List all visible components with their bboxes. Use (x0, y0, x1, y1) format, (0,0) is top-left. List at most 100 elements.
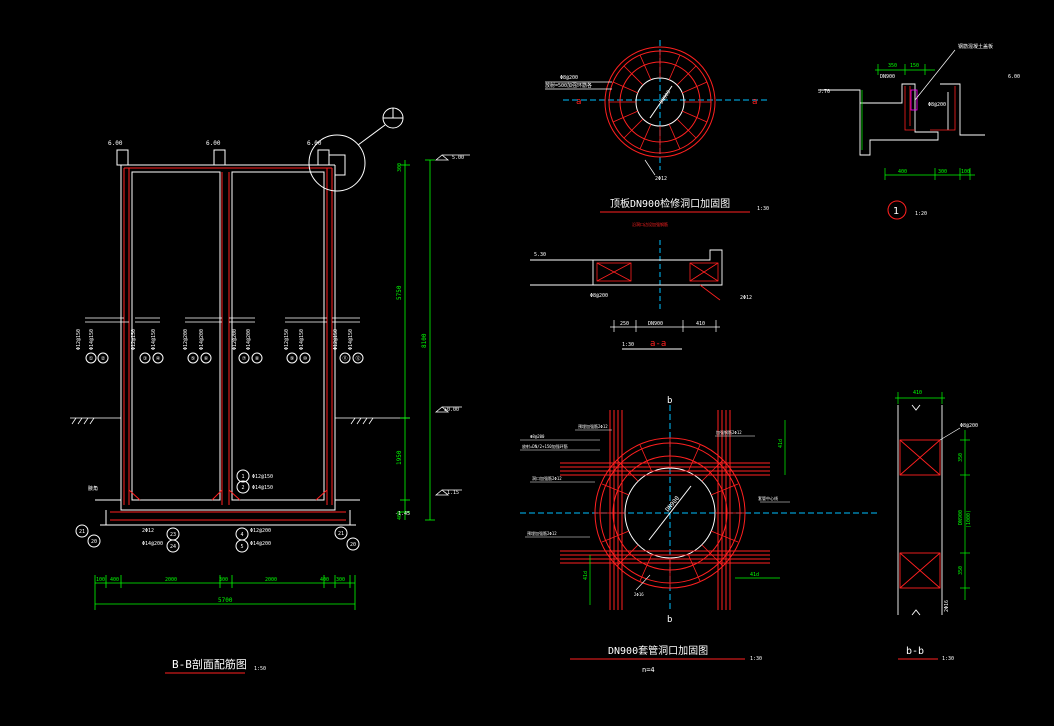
bb-bottom-bubble-6: 2 (241, 485, 244, 491)
b-text2: 2Φ16 (944, 600, 950, 612)
side-text4: 加强钢筋2Φ12 (716, 429, 742, 435)
bb-dim-b5: 400 (320, 577, 329, 583)
bb-bubble-2: ② (101, 356, 106, 362)
bb-horizontal-dims (94, 575, 356, 610)
aa-dim2: DN900 (648, 321, 663, 327)
bb-rebar-text-1: Φ12@150 (76, 329, 82, 350)
b-title: b-b (906, 646, 924, 657)
bb-concrete-outline (95, 164, 360, 526)
section-bb-small: 410 350 DN900 (1000) 350 Φ8@200 2Φ16 b-b… (895, 390, 978, 662)
b-text1: Φ8@200 (960, 423, 978, 429)
bb-vertical-dims (400, 159, 435, 521)
bb-bottom-elevation: -1.15 (444, 490, 459, 496)
bb-rebar-text-9: Φ12@150 (284, 329, 290, 350)
bb-bubble-10: ⑩ (303, 356, 308, 362)
b-wall (897, 404, 943, 616)
bb-dim-b6: 300 (336, 577, 345, 583)
bb-text-2phi12: 2Φ12 (142, 528, 154, 534)
bb-rebar-text-5: Φ12@200 (183, 329, 189, 350)
bb-rebar-text-6: Φ14@200 (199, 329, 205, 350)
detail1-dim-bot2: 300 (938, 169, 947, 175)
side-dims (589, 420, 786, 605)
side-text6: 预埋加强筋2Φ12 (527, 530, 557, 536)
bb-bottom-bubbles (75, 469, 360, 553)
side-dim2: 41d (583, 571, 589, 580)
bb-rebar-text-3: Φ12@150 (131, 329, 137, 350)
bb-bottom-elevation2: -1.45 (395, 511, 410, 517)
detail1-dim-bot3: 100 (961, 169, 970, 175)
section-aa: 5.30 Φ8@200 2Φ12 250 DN900 410 a-a 1:30 (530, 240, 752, 350)
detail1-leader (914, 49, 956, 101)
side-text7: 2Φ16 (634, 592, 644, 597)
side-title: DN900套管洞口加固图 (608, 644, 708, 657)
bb-bottom-bubble-numbers: 21 20 23 24 1 2 4 5 21 20 (79, 474, 356, 550)
bb-bottom-bubble-1: 21 (79, 529, 85, 535)
detail-callout-circle (308, 134, 366, 192)
b-dim2: DN900 (958, 510, 964, 525)
bb-bottom-bubble-7: 4 (240, 532, 243, 538)
bb-top-elevation: 5.00 (452, 155, 464, 161)
detail1-number-circle (887, 200, 907, 220)
aa-rebar (596, 262, 721, 301)
detail-1: 350 150 400 300 100 5.70 6.00 DN900 Φ8@2… (818, 43, 1020, 220)
detail1-rebar (904, 86, 956, 131)
bb-bubble-3: ③ (143, 356, 148, 362)
side-text1: 预埋加强筋2Φ12 (578, 423, 608, 429)
aa-text1: Φ8@200 (590, 293, 608, 299)
bb-bubble-1: ① (89, 356, 94, 362)
bb-rebar-text-12: Φ14@150 (348, 329, 354, 350)
bb-dim-b3: 300 (219, 577, 228, 583)
bb-rebar-text-4: Φ14@150 (151, 329, 157, 350)
bb-rebar-text-10: Φ14@150 (299, 329, 305, 350)
bb-bubble-5: ⑤ (191, 356, 196, 362)
section-bb: 6.00 6.00 6.00 Φ12@150 Φ14@150 Φ12@1 (70, 107, 470, 674)
aa-scale: 1:30 (622, 342, 634, 348)
side-label-top: b (667, 396, 672, 406)
side-text3: 放射=DN/2+150加强环筋 (522, 443, 568, 449)
side-diam-line (648, 485, 692, 541)
bb-bottom-bubble-10: 20 (350, 542, 356, 548)
detail1-number: 1 (893, 206, 899, 217)
pipe-hole-top: DN900 Φ8@200 放射=500加强环筋各 2Φ12 a a 顶板DN90… (545, 40, 770, 227)
top-title: 顶板DN900检修洞口加固图 (610, 197, 730, 210)
pipe-hole-side: DN900 41d 41d 41d 预埋加强筋2Φ12 Φ8@200 放射=DN… (520, 396, 880, 674)
aa-dim1: 250 (620, 321, 629, 327)
side-text2: Φ8@200 (530, 434, 545, 439)
bb-rebar-text-11: Φ12@150 (333, 329, 339, 350)
top-radial-bars (609, 51, 711, 153)
detail1-dim-top2: 150 (910, 63, 919, 69)
detail1-elev-left: 5.70 (818, 89, 830, 95)
top-leader3 (644, 159, 656, 176)
bb-dim-upper: 5750 (396, 285, 403, 300)
bb-bubble-7: ⑦ (242, 356, 247, 362)
bb-rebar-text-8: Φ14@200 (246, 329, 252, 350)
bb-dim-b2: 2000 (165, 577, 177, 583)
bb-bubble-4: ④ (156, 356, 161, 362)
bb-dim-b1: 400 (110, 577, 119, 583)
bb-bottom-bubble-2: 20 (91, 539, 97, 545)
bb-text-phi14: Φ14@200 (142, 541, 163, 547)
bb-scale: 1:50 (254, 666, 266, 672)
top-label-right: a (752, 97, 757, 107)
bb-text-phi12b: Φ12@200 (250, 528, 271, 534)
bb-bubble-8: ⑧ (255, 356, 260, 362)
bb-rebar-text-2: Φ14@150 (89, 329, 95, 350)
side-centerline-label: 套管中心线 (758, 495, 778, 501)
top-text3: 2Φ12 (655, 176, 667, 182)
detail1-label-hole: DN900 (880, 74, 895, 80)
aa-title: a-a (650, 339, 666, 349)
bb-text-phi14b: Φ14@200 (250, 541, 271, 547)
detail1-text2: 钢筋混凝土盖板 (958, 43, 993, 50)
bb-dim-bottom-small: 400 (397, 511, 403, 520)
b-dim-top: 410 (913, 390, 922, 396)
detail1-scale: 1:20 (915, 211, 927, 217)
bb-bottom-bubble-5: 1 (241, 474, 244, 480)
bb-wall-label-3: 6.00 (307, 140, 322, 147)
b-dims (895, 392, 970, 600)
side-label-bottom: b (667, 615, 672, 625)
bb-rebar-text-7: Φ12@200 (232, 329, 238, 350)
b-dim3: (1000) (966, 510, 972, 528)
bb-rebar-bubbles (85, 352, 364, 364)
